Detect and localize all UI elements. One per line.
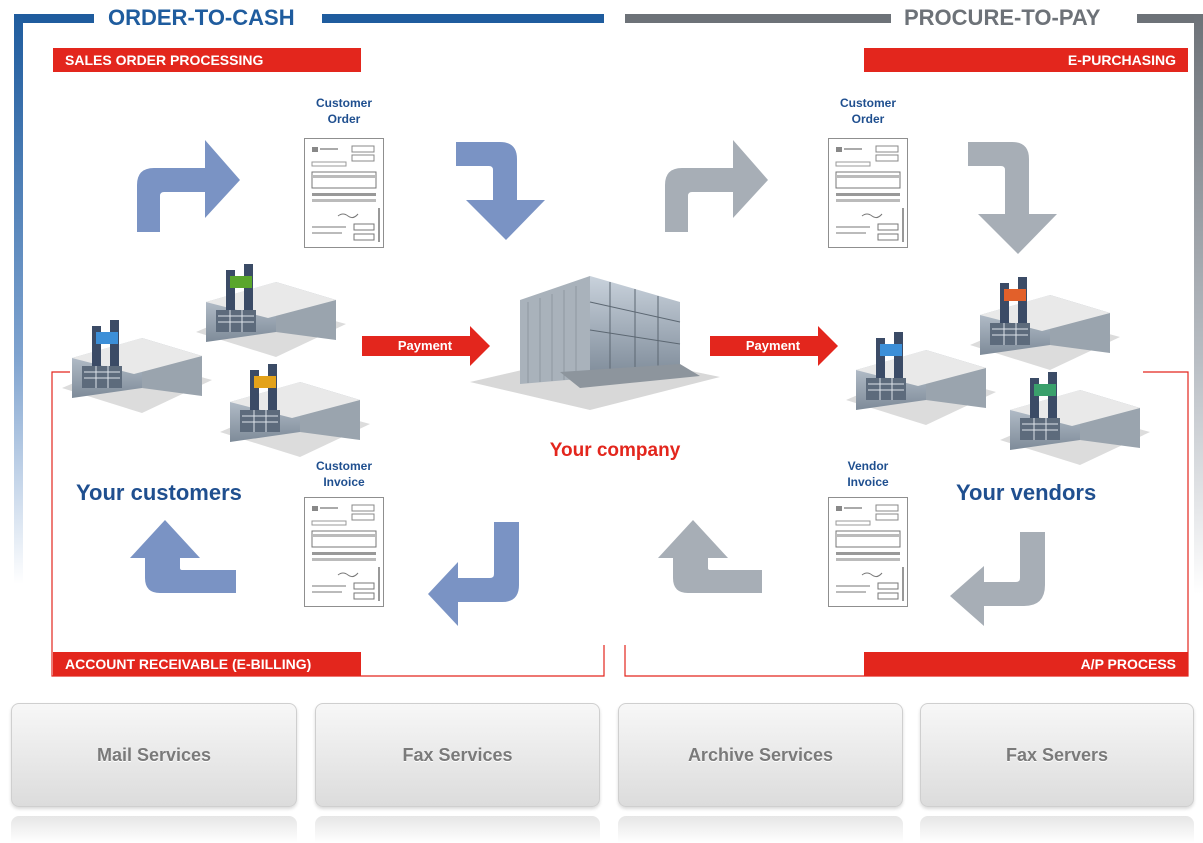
customer-store-1 (62, 319, 212, 414)
e-purchasing-bar: E-PURCHASING (864, 48, 1188, 72)
ptp-frame-top-left (625, 14, 891, 23)
vendor-store-1 (846, 331, 996, 426)
arrow-right-down-icon (968, 142, 1057, 254)
customer-order-label-left: Customer Order (284, 95, 404, 127)
vendor-invoice-label: Vendor Invoice (808, 458, 928, 490)
arrow-down-left-icon (428, 522, 519, 626)
vendor-store-2 (970, 276, 1120, 371)
customer-store-3 (220, 363, 370, 458)
payment-label-right: Payment (745, 338, 801, 353)
label-line-2: Invoice (323, 475, 365, 489)
your-customers-label: Your customers (76, 480, 242, 505)
fax-services-tile[interactable]: Fax Services (315, 703, 600, 807)
fax-services-reflection (315, 816, 600, 843)
mail-services-tile[interactable]: Mail Services (11, 703, 297, 807)
fax-servers-tile[interactable]: Fax Servers (920, 703, 1194, 807)
label-line-2: Order (327, 112, 361, 126)
archive-services-tile[interactable]: Archive Services (618, 703, 903, 807)
arrow-left-up-icon (658, 520, 762, 593)
ap-process-bar: A/P PROCESS (864, 652, 1188, 676)
customer-store-2 (196, 263, 346, 358)
arrow-up-right-icon (137, 140, 240, 232)
arrow-up-right-icon (665, 140, 768, 232)
label-line-1: Vendor (847, 459, 889, 473)
payment-arrow-left (362, 326, 490, 366)
otc-frame-top-left (14, 14, 94, 23)
otc-frame-top-right (322, 14, 604, 23)
ptp-title: PROCURE-TO-PAY (904, 5, 1101, 30)
label-line-1: Customer (315, 459, 372, 473)
otc-title: ORDER-TO-CASH (108, 5, 295, 30)
archive-services-reflection (618, 816, 903, 843)
label-line-2: Invoice (847, 475, 889, 489)
company-building (470, 276, 720, 410)
payment-label-left: Payment (397, 338, 453, 353)
arrow-left-up-icon (130, 520, 236, 593)
mail-services-reflection (11, 816, 297, 843)
your-company-label: Your company (549, 440, 681, 461)
label-line-1: Customer (315, 96, 372, 110)
customer-order-label-right: Customer Order (808, 95, 928, 127)
customer-invoice-label: Customer Invoice (284, 458, 404, 490)
your-vendors-label: Your vendors (956, 480, 1097, 505)
ptp-frame-top-right (1137, 14, 1203, 23)
otc-frame-left-edge (14, 14, 23, 584)
sales-order-processing-bar: SALES ORDER PROCESSING (53, 48, 361, 72)
arrow-down-left-icon (950, 532, 1045, 626)
ptp-frame-right-edge (1194, 14, 1203, 594)
vendor-store-3 (1000, 371, 1150, 466)
label-line-1: Customer (839, 96, 896, 110)
label-line-2: Order (851, 112, 885, 126)
payment-arrow-right (710, 326, 838, 366)
arrow-right-down-icon (456, 142, 545, 240)
account-receivable-bar: ACCOUNT RECEIVABLE (E-BILLING) (53, 652, 361, 676)
fax-servers-reflection (920, 816, 1194, 843)
